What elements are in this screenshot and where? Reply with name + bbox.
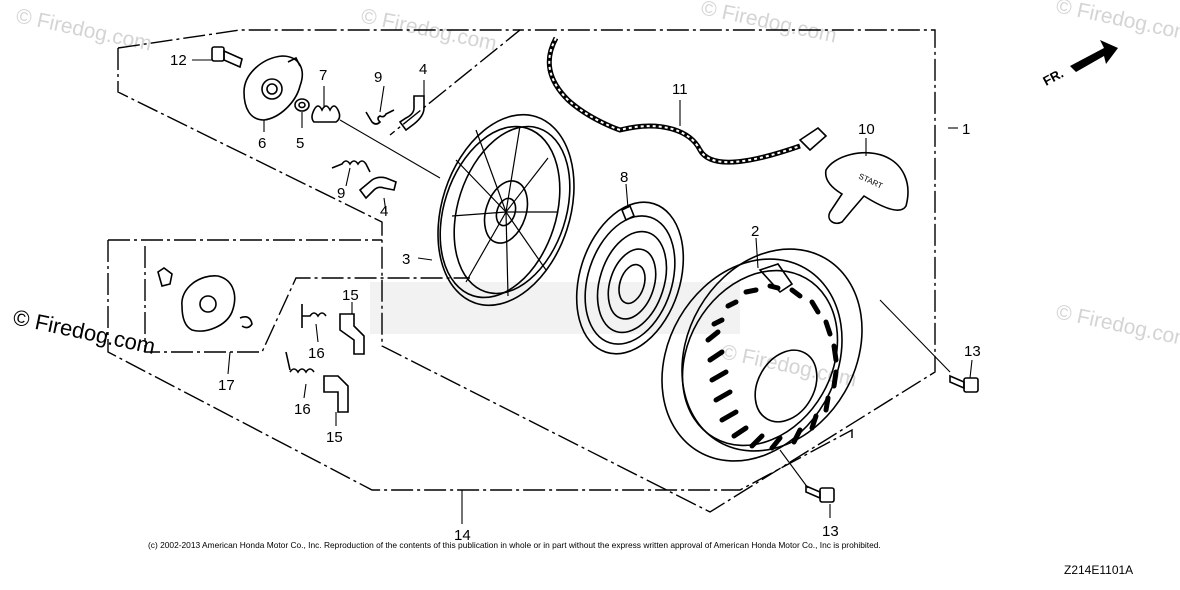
spring-16b (285, 351, 315, 374)
washer-5 (294, 98, 310, 112)
front-direction-label: FR. (1040, 66, 1066, 89)
callout-12: 12 (170, 52, 187, 69)
bolt-13a (949, 374, 979, 393)
leader-lines (192, 59, 973, 524)
callout-13b: 13 (822, 523, 839, 540)
watermark-top-right: © Firedog.com (1054, 0, 1180, 46)
spring-16a (301, 304, 327, 328)
pawl-15b (323, 375, 349, 413)
reel-3 (437, 113, 575, 307)
callout-14: 14 (454, 527, 471, 544)
bolt-13b (805, 484, 835, 503)
ratchet-plate-6 (243, 55, 304, 121)
assembly-outline-17 (144, 246, 470, 353)
callout-6: 6 (258, 135, 266, 152)
start-grip-10: START (824, 152, 909, 225)
front-direction-arrow: FR. (1040, 40, 1118, 89)
spring-9a (365, 109, 395, 125)
callout-17: 17 (218, 377, 235, 394)
callout-4b: 4 (380, 203, 388, 220)
callout-5: 5 (296, 135, 304, 152)
starter-case-2 (661, 248, 863, 462)
callout-15b: 15 (326, 429, 343, 446)
watermark-dot-band (370, 282, 740, 334)
callout-11: 11 (672, 81, 688, 98)
watermark-top-mid2: © Firedog.com (699, 0, 839, 48)
watermark-top-left: © Firedog.com (14, 4, 154, 55)
callout-10: 10 (858, 121, 875, 138)
callout-13a: 13 (964, 343, 981, 360)
callout-1: 1 (962, 121, 970, 138)
spring-9b (331, 160, 371, 173)
bolt-12 (211, 46, 243, 69)
pawl-4a (398, 95, 425, 132)
callout-3: 3 (402, 251, 410, 268)
spring-7 (311, 105, 341, 123)
spiral-spring-8 (575, 201, 685, 355)
callout-7: 7 (319, 67, 327, 84)
assembly-outline-top (117, 29, 520, 49)
watermark-mid-right: © Firedog.com (1054, 300, 1180, 351)
pawl-4b (358, 176, 397, 200)
callout-8: 8 (620, 169, 628, 186)
diagram-code: Z214E1101A (1064, 563, 1133, 577)
callout-2: 2 (751, 223, 759, 240)
assembly-outline-1 (117, 29, 936, 513)
callout-16b: 16 (294, 401, 311, 418)
assembly-outline-14 (107, 240, 853, 491)
ratchet-17 (157, 267, 253, 332)
callout-9b: 9 (337, 185, 345, 202)
callout-9a: 9 (374, 69, 382, 86)
watermark-main: © Firedog.com (11, 304, 158, 359)
rope-11 (546, 36, 828, 165)
callout-15a: 15 (342, 287, 359, 304)
callout-4a: 4 (419, 61, 427, 78)
callout-16a: 16 (308, 345, 325, 362)
copyright-notice: (c) 2002-2013 American Honda Motor Co., … (148, 540, 881, 550)
pawl-15a (339, 313, 365, 355)
